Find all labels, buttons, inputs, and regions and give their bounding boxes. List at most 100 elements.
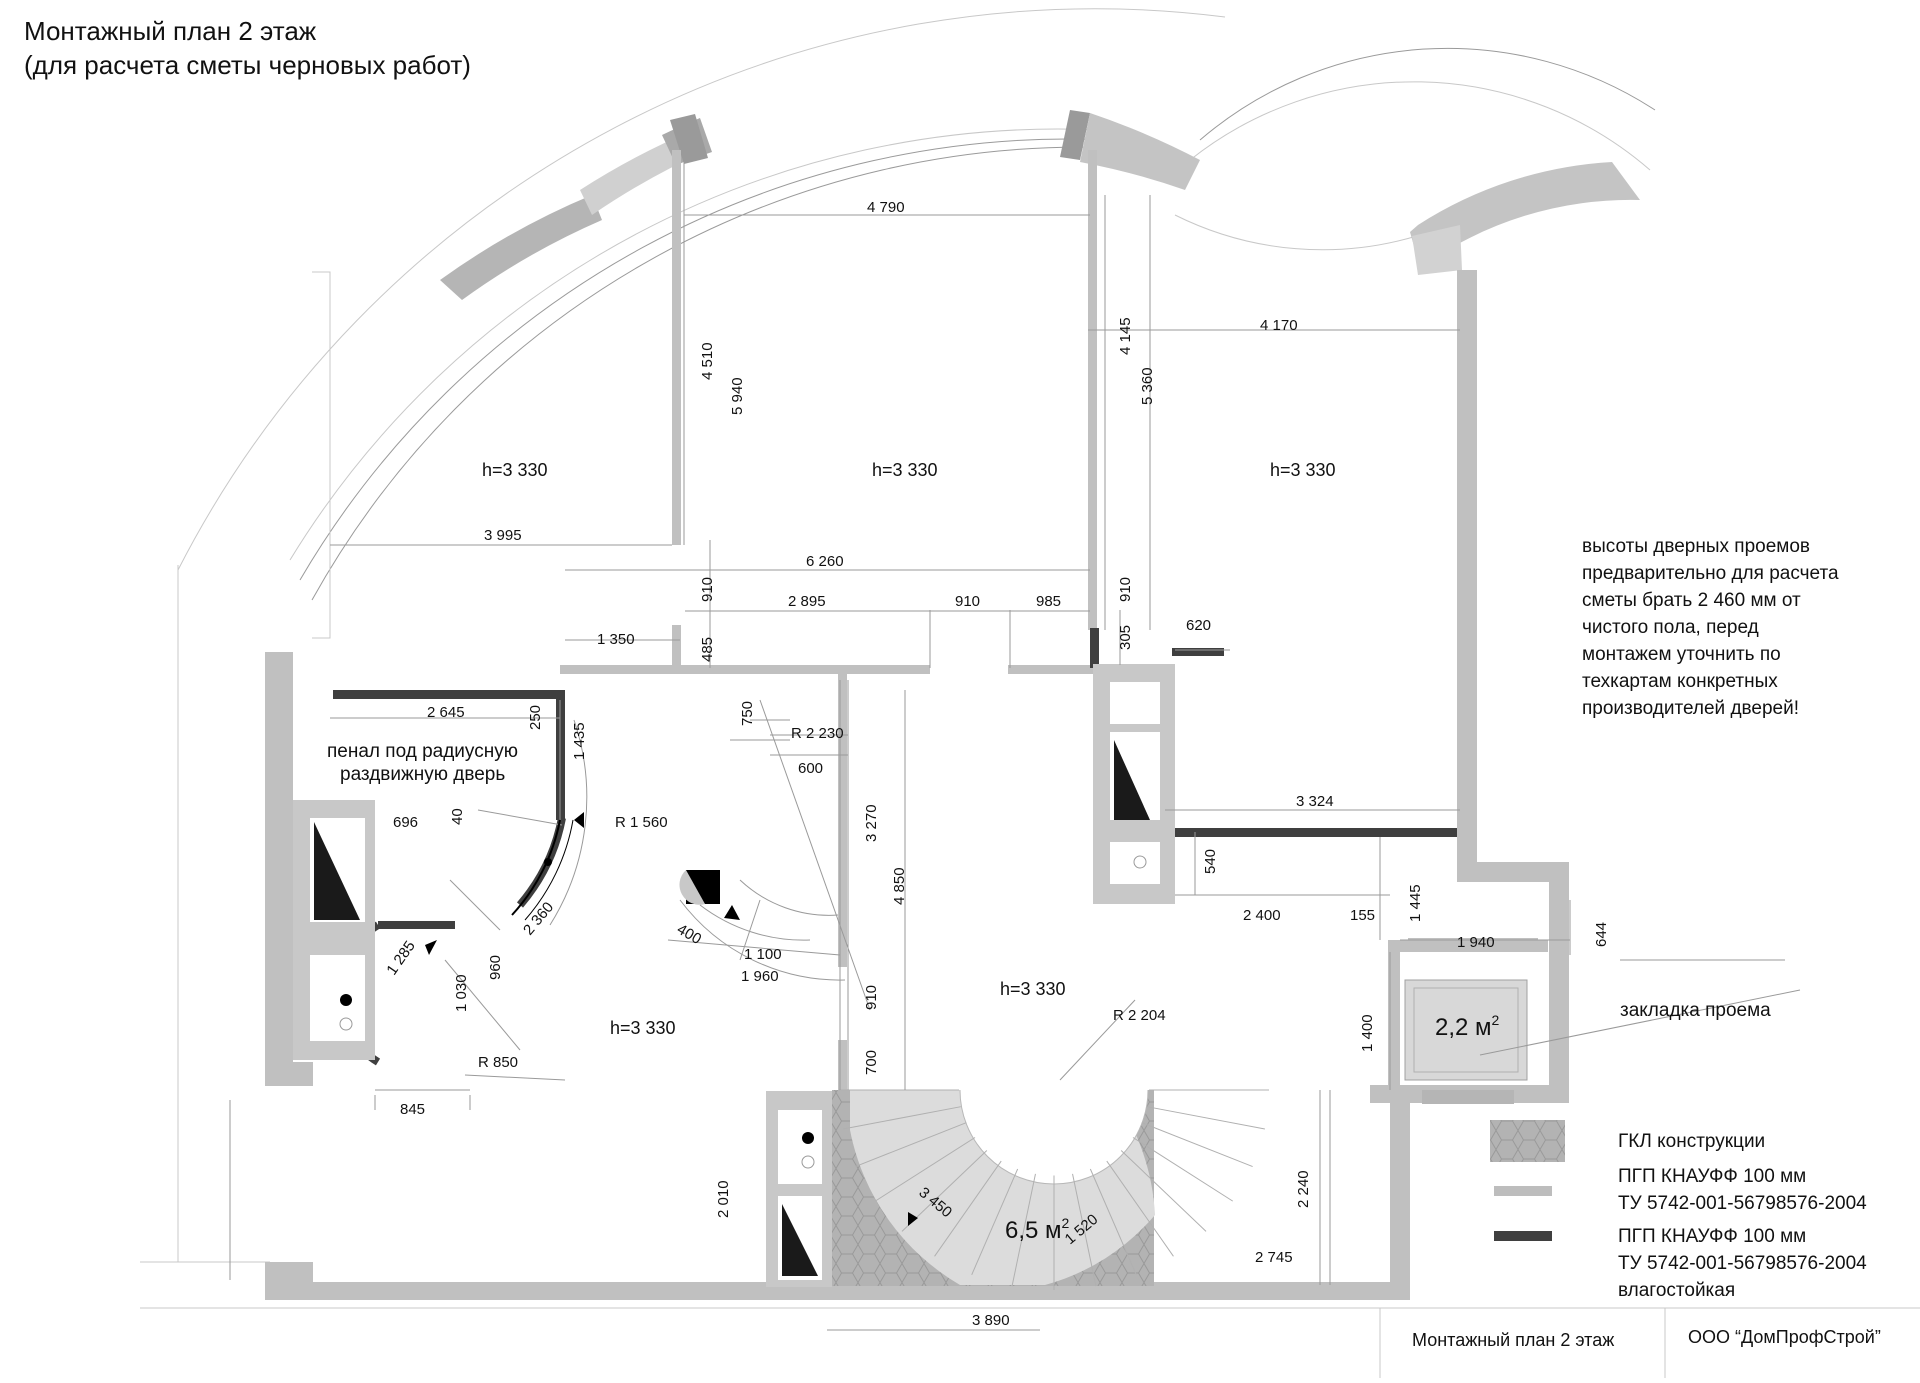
curved-window-walls	[312, 110, 1640, 639]
legend-label: ГКЛ конструкции	[1618, 1131, 1765, 1152]
dim-label: 305	[1117, 625, 1134, 650]
note-line: монтажем уточнить по	[1582, 644, 1781, 665]
legend-swatch-pgp-wet	[1494, 1231, 1552, 1241]
dim-label: 400	[674, 921, 704, 948]
dim-label: 250	[527, 705, 544, 730]
staircase-area: 6,5 м2	[1005, 1215, 1070, 1244]
dim-label: 1 030	[453, 974, 470, 1012]
stair-tread	[1072, 1173, 1097, 1287]
dim-label: 4 790	[867, 199, 905, 216]
dim-label: 696	[393, 814, 418, 831]
dim-label: 1 940	[1457, 934, 1495, 951]
dim-label: 910	[955, 593, 980, 610]
note-line: высоты дверных проемов	[1582, 536, 1810, 557]
dim-label: 985	[1036, 593, 1061, 610]
legend-sublabel: ТУ 5742-001-56798576-2004	[1618, 1193, 1867, 1214]
shafts	[293, 664, 1175, 1287]
dim-label: 1 960	[741, 968, 779, 985]
arrow-markers	[425, 812, 918, 1226]
dim-label: 4 145	[1117, 317, 1134, 355]
stamp-company: ООО “ДомПрофСтрой”	[1688, 1327, 1881, 1347]
stair-tread	[934, 1160, 1002, 1257]
dim-label: R 2 230	[791, 725, 844, 742]
dim-label: 3 270	[863, 804, 880, 842]
dim-label: 1 100	[744, 946, 782, 963]
room-height-label: h=3 330	[1270, 460, 1336, 480]
dim-label: 2 745	[1255, 1249, 1293, 1266]
stair-tread	[855, 1122, 967, 1168]
dim-label: R 2 204	[1113, 1007, 1166, 1024]
dim-label: 2 645	[427, 704, 465, 721]
stair-tread	[1141, 1122, 1253, 1168]
bathroom	[1404, 979, 1528, 1104]
stair-tread	[874, 1137, 976, 1202]
dim-label: 5 940	[729, 377, 746, 415]
note-line: техкартам конкретных	[1582, 671, 1778, 692]
dim-label: 6 260	[806, 553, 844, 570]
dim-label: 1 400	[1359, 1014, 1376, 1052]
opening-note: закладка проема	[1620, 1000, 1771, 1021]
dimension-labels: 4 790 4 170 3 995 6 260 2 895 910 985 1 …	[393, 199, 1495, 1329]
dim-label: 4 510	[699, 342, 716, 380]
dimension-lines	[229, 160, 1801, 1331]
staircase	[832, 1089, 1269, 1290]
stair-tread	[1120, 1150, 1207, 1232]
plan-subtitle: (для расчета сметы черновых работ)	[24, 50, 471, 80]
stair-tread	[1147, 1106, 1265, 1130]
dim-label: 2 895	[788, 593, 826, 610]
note-line: сметы брать 2 460 мм от	[1582, 590, 1801, 611]
room-height-label: h=3 330	[872, 460, 938, 480]
pocket-label-line1: пенал под радиусную	[327, 741, 518, 762]
dim-label: 620	[1186, 617, 1211, 634]
dim-label: 910	[699, 577, 716, 602]
dim-label: 4 170	[1260, 317, 1298, 334]
dim-label: 845	[400, 1101, 425, 1118]
dim-label: 40	[449, 808, 466, 825]
dim-label: 155	[1350, 907, 1375, 924]
stamp-title: Монтажный план 2 этаж	[1412, 1330, 1614, 1350]
stair-tread	[843, 1106, 961, 1130]
room-labels: h=3 330 h=3 330 h=3 330 h=3 330 h=3 330	[482, 460, 1336, 1038]
bathroom-area: 2,2 м2	[1435, 1012, 1500, 1041]
stair-tread	[971, 1168, 1019, 1275]
dim-label: 3 324	[1296, 793, 1334, 810]
note-line: производителей дверей!	[1582, 698, 1799, 719]
dim-label: 1 350	[597, 631, 635, 648]
dim-label: 5 360	[1139, 367, 1156, 405]
dim-label: 600	[798, 760, 823, 777]
stair-tread	[1089, 1168, 1137, 1275]
dim-label: 3 890	[972, 1312, 1010, 1329]
legend-label: ПГП КНАУФФ 100 мм	[1618, 1226, 1806, 1247]
legend: ГКЛ конструкции ПГП КНАУФФ 100 мм ТУ 574…	[1490, 1120, 1867, 1301]
legend-sublabel: ТУ 5742-001-56798576-2004	[1618, 1253, 1867, 1274]
dim-label: 750	[739, 701, 756, 726]
dim-label: 3 995	[484, 527, 522, 544]
dim-label: 644	[1593, 922, 1610, 947]
dim-label: 910	[1117, 577, 1134, 602]
title-block: Монтажный план 2 этаж ООО “ДомПрофСтрой”	[140, 1307, 1920, 1378]
legend-swatch-pgp	[1494, 1186, 1552, 1196]
dim-label: 485	[699, 637, 716, 662]
legend-sublabel: влагостойкая	[1618, 1280, 1735, 1301]
dim-label: 2 010	[715, 1180, 732, 1218]
dim-label: R 1 560	[615, 814, 668, 831]
room-height-label: h=3 330	[610, 1018, 676, 1038]
room-height-label: h=3 330	[482, 460, 548, 480]
stair-tread	[1132, 1137, 1234, 1202]
dim-label: 700	[863, 1050, 880, 1075]
dim-label: 2 400	[1243, 907, 1281, 924]
plan-title: Монтажный план 2 этаж	[24, 16, 317, 46]
pocket-label-line2: раздвижную дверь	[340, 764, 505, 785]
door-height-note: высоты дверных проемов предварительно дл…	[1582, 536, 1839, 719]
dim-label: 910	[863, 985, 880, 1010]
dim-label: 1 445	[1407, 884, 1424, 922]
dim-label: 960	[487, 955, 504, 980]
stair-tread	[1106, 1160, 1174, 1257]
note-line: чистого пола, перед	[1582, 617, 1759, 638]
legend-label: ПГП КНАУФФ 100 мм	[1618, 1166, 1806, 1187]
stair-tread	[1011, 1173, 1036, 1287]
dim-label: R 850	[478, 1054, 518, 1071]
dim-label: 2 240	[1295, 1170, 1312, 1208]
